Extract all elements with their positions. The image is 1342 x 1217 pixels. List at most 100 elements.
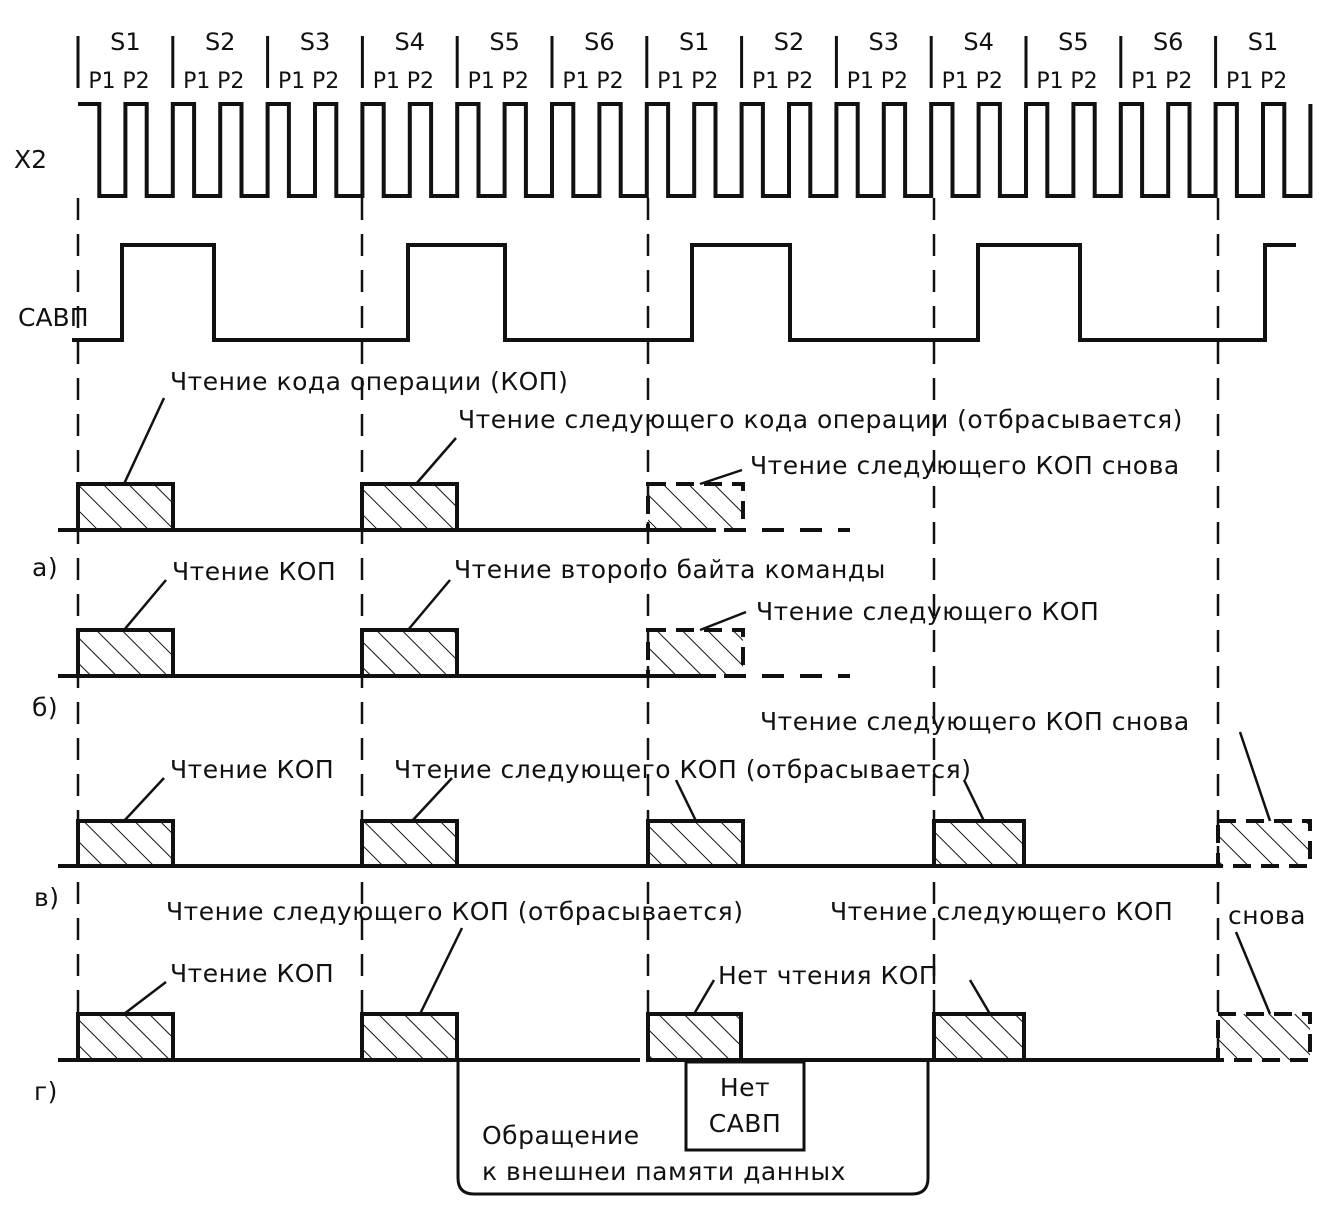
row-a-note-2: Чтение следующего кода операции (отбрасы… xyxy=(458,405,1183,434)
state-label: S4 xyxy=(395,28,426,56)
state-label: S5 xyxy=(1058,28,1089,56)
row-b-note-1: Чтение КОП xyxy=(172,557,336,586)
row-c-note-3: Чтение следующего КОП снова xyxy=(760,707,1190,736)
state-label: S2 xyxy=(774,28,805,56)
phase-label: P2 xyxy=(596,69,623,94)
clock-label: X2 xyxy=(14,145,47,174)
phase-label: P2 xyxy=(122,69,149,94)
row-b-note-3: Чтение следующего КОП xyxy=(756,597,1099,626)
phase-label: P1 xyxy=(468,69,495,94)
fetch-block-discarded xyxy=(1216,1012,1312,1062)
phase-label: P2 xyxy=(976,69,1003,94)
fetch-block xyxy=(646,819,745,868)
row-c-tag: в) xyxy=(34,883,60,912)
leader-line xyxy=(699,468,743,486)
row-a-tag: а) xyxy=(32,553,58,582)
row-b-tag: б) xyxy=(32,693,58,722)
phase-label: P2 xyxy=(217,69,244,94)
leader-line xyxy=(968,979,992,1015)
ale-signal: САВП xyxy=(18,243,1296,342)
ext-memory-line-2: к внешнеи памяти данных xyxy=(482,1157,846,1186)
no-ale-box xyxy=(684,1060,806,1152)
state-label: S3 xyxy=(300,28,331,56)
no-ale-line-1: Нет xyxy=(720,1073,770,1102)
row-a: Чтение кода операции (КОП) Чтение следую… xyxy=(32,367,1183,582)
phase-label: P1 xyxy=(1131,69,1158,94)
fetch-block xyxy=(76,819,175,868)
fetch-block xyxy=(360,1012,459,1062)
state-label: S3 xyxy=(869,28,900,56)
state-label: S5 xyxy=(489,28,520,56)
phase-label: P1 xyxy=(847,69,874,94)
ext-memory-line-1: Обращение xyxy=(482,1121,640,1150)
state-label: S6 xyxy=(584,28,615,56)
phase-label: P1 xyxy=(1226,69,1253,94)
row-c-note-2: Чтение следующего КОП (отбрасывается) xyxy=(394,755,971,784)
fetch-block xyxy=(646,1012,743,1062)
state-label: S6 xyxy=(1153,28,1184,56)
row-d-note-5: Нет чтения КОП xyxy=(718,961,938,990)
fetch-block xyxy=(76,628,175,678)
row-a-note-3: Чтение следующего КОП снова xyxy=(750,451,1180,480)
row-d-note-1: Чтение КОП xyxy=(170,959,334,988)
fetch-block xyxy=(932,819,1026,868)
clock-waveform xyxy=(78,102,1313,198)
fetch-block-discarded xyxy=(1216,819,1312,868)
phase-label: P1 xyxy=(183,69,210,94)
phase-label: P2 xyxy=(1070,69,1097,94)
phase-label: P1 xyxy=(1036,69,1063,94)
row-b-note-2: Чтение второго байта команды xyxy=(454,555,886,584)
leader-line xyxy=(418,927,464,1015)
phase-label: P2 xyxy=(786,69,813,94)
leader-line xyxy=(699,610,747,632)
fetch-block xyxy=(360,628,459,678)
fetch-block xyxy=(360,819,459,868)
state-label: S1 xyxy=(110,28,141,56)
fetch-block-discarded xyxy=(646,628,745,678)
phase-label: P1 xyxy=(278,69,305,94)
state-label: S4 xyxy=(963,28,994,56)
phase-label: P2 xyxy=(502,69,529,94)
row-d-note-4: снова xyxy=(1228,901,1306,930)
state-label: S1 xyxy=(1248,28,1279,56)
phase-label: P2 xyxy=(407,69,434,94)
row-a-note-1: Чтение кода операции (КОП) xyxy=(170,367,568,396)
phase-label: P1 xyxy=(752,69,779,94)
leader-line xyxy=(122,397,166,485)
phase-label: P1 xyxy=(562,69,589,94)
phase-label: P1 xyxy=(373,69,400,94)
ale-waveform xyxy=(72,243,1296,342)
phase-label: P2 xyxy=(1165,69,1192,94)
row-c: Чтение КОП Чтение следующего КОП (отбрас… xyxy=(34,707,1312,912)
row-b: Чтение КОП Чтение второго байта команды … xyxy=(32,555,1099,722)
phase-label: P1 xyxy=(88,69,115,94)
row-d: Чтение КОП Чтение следующего КОП (отбрас… xyxy=(34,897,1312,1196)
leader-line xyxy=(123,777,165,822)
row-d-note-3: Чтение следующего КОП xyxy=(830,897,1173,926)
leader-line xyxy=(1234,931,1272,1015)
fetch-block xyxy=(360,482,459,532)
leader-line xyxy=(407,579,451,631)
phase-label: P2 xyxy=(691,69,718,94)
external-memory-bracket xyxy=(456,1062,930,1196)
phase-label: P1 xyxy=(657,69,684,94)
phase-label: P2 xyxy=(1260,69,1287,94)
leader-line xyxy=(962,779,986,822)
row-c-note-1: Чтение КОП xyxy=(170,755,334,784)
phase-label: P2 xyxy=(312,69,339,94)
state-label: S2 xyxy=(205,28,236,56)
no-ale-line-2: САВП xyxy=(709,1109,782,1138)
leader-line xyxy=(692,979,716,1015)
fetch-block-discarded xyxy=(646,482,745,532)
fetch-block xyxy=(76,482,175,532)
row-d-note-2: Чтение следующего КОП (отбрасывается) xyxy=(166,897,743,926)
leader-line xyxy=(1238,731,1272,822)
fetch-block xyxy=(932,1012,1026,1062)
clock-signal: X2 xyxy=(14,102,1313,198)
leader-line xyxy=(123,579,167,631)
leader-line xyxy=(411,777,453,822)
leader-line xyxy=(674,779,698,822)
phase-label: P2 xyxy=(881,69,908,94)
